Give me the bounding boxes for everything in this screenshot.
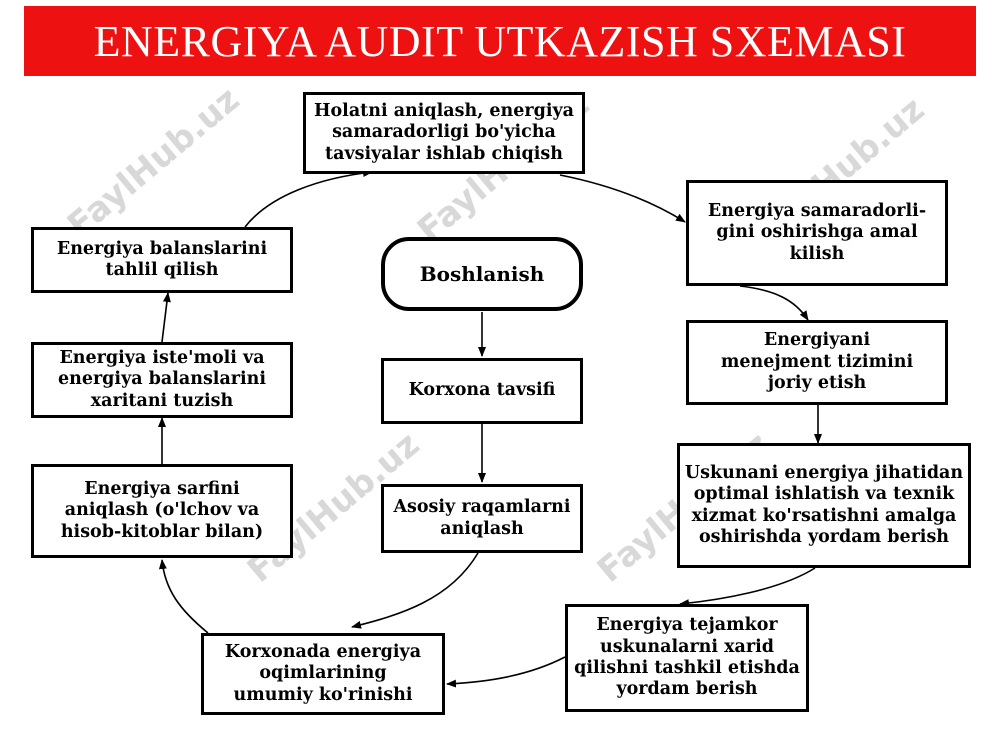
equipment-support-box: Uskunani energiya jihatidan optimal ishl… <box>677 443 971 568</box>
efficiency-increase-box: Energiya samaradorli- gini oshirishga am… <box>686 180 948 286</box>
diagram-title: ENERGIYA AUDIT UTKAZISH SXEMASI <box>93 16 907 66</box>
arrow-efficiency-to-management <box>739 285 809 321</box>
arrow-mapping-to-analysis <box>161 292 171 343</box>
arrow-equipment-to-purchase <box>679 567 816 608</box>
title-banner: ENERGIYA AUDIT UTKAZISH SXEMASI <box>24 6 976 76</box>
balance-analysis-box: Energiya balanslarini tahlil qilish <box>31 227 293 293</box>
purchase-support-box: Energiya tejamkor uskunalarni xarid qili… <box>565 604 809 712</box>
arrow-flows-to-measure <box>158 559 209 634</box>
energy-flows-box: Korxonada energiya oqimlarining umumiy k… <box>201 633 445 715</box>
balance-mapping-box: Energiya iste'moli va energiya balanslar… <box>31 342 293 418</box>
company-description-box: Korxona tavsifi <box>381 358 583 424</box>
key-figures-box: Asosiy raqamlarni aniqlash <box>381 484 583 553</box>
arrow-analysis-to-recommendations <box>244 169 373 228</box>
management-system-box: Energiyani menejment tizimini joriy etis… <box>686 320 948 405</box>
arrow-keyfigures-to-flows <box>351 552 479 629</box>
arrow-recommendations-to-efficiency <box>559 174 686 223</box>
recommendations-box: Holatni aniqlash, energiya samaradorligi… <box>303 92 585 174</box>
start-node: Boshlanish <box>381 237 583 311</box>
consumption-measure-box: Energiya sarfini aniqlash (o'lchov va hi… <box>31 464 293 558</box>
arrow-purchase-to-flows <box>446 656 566 688</box>
